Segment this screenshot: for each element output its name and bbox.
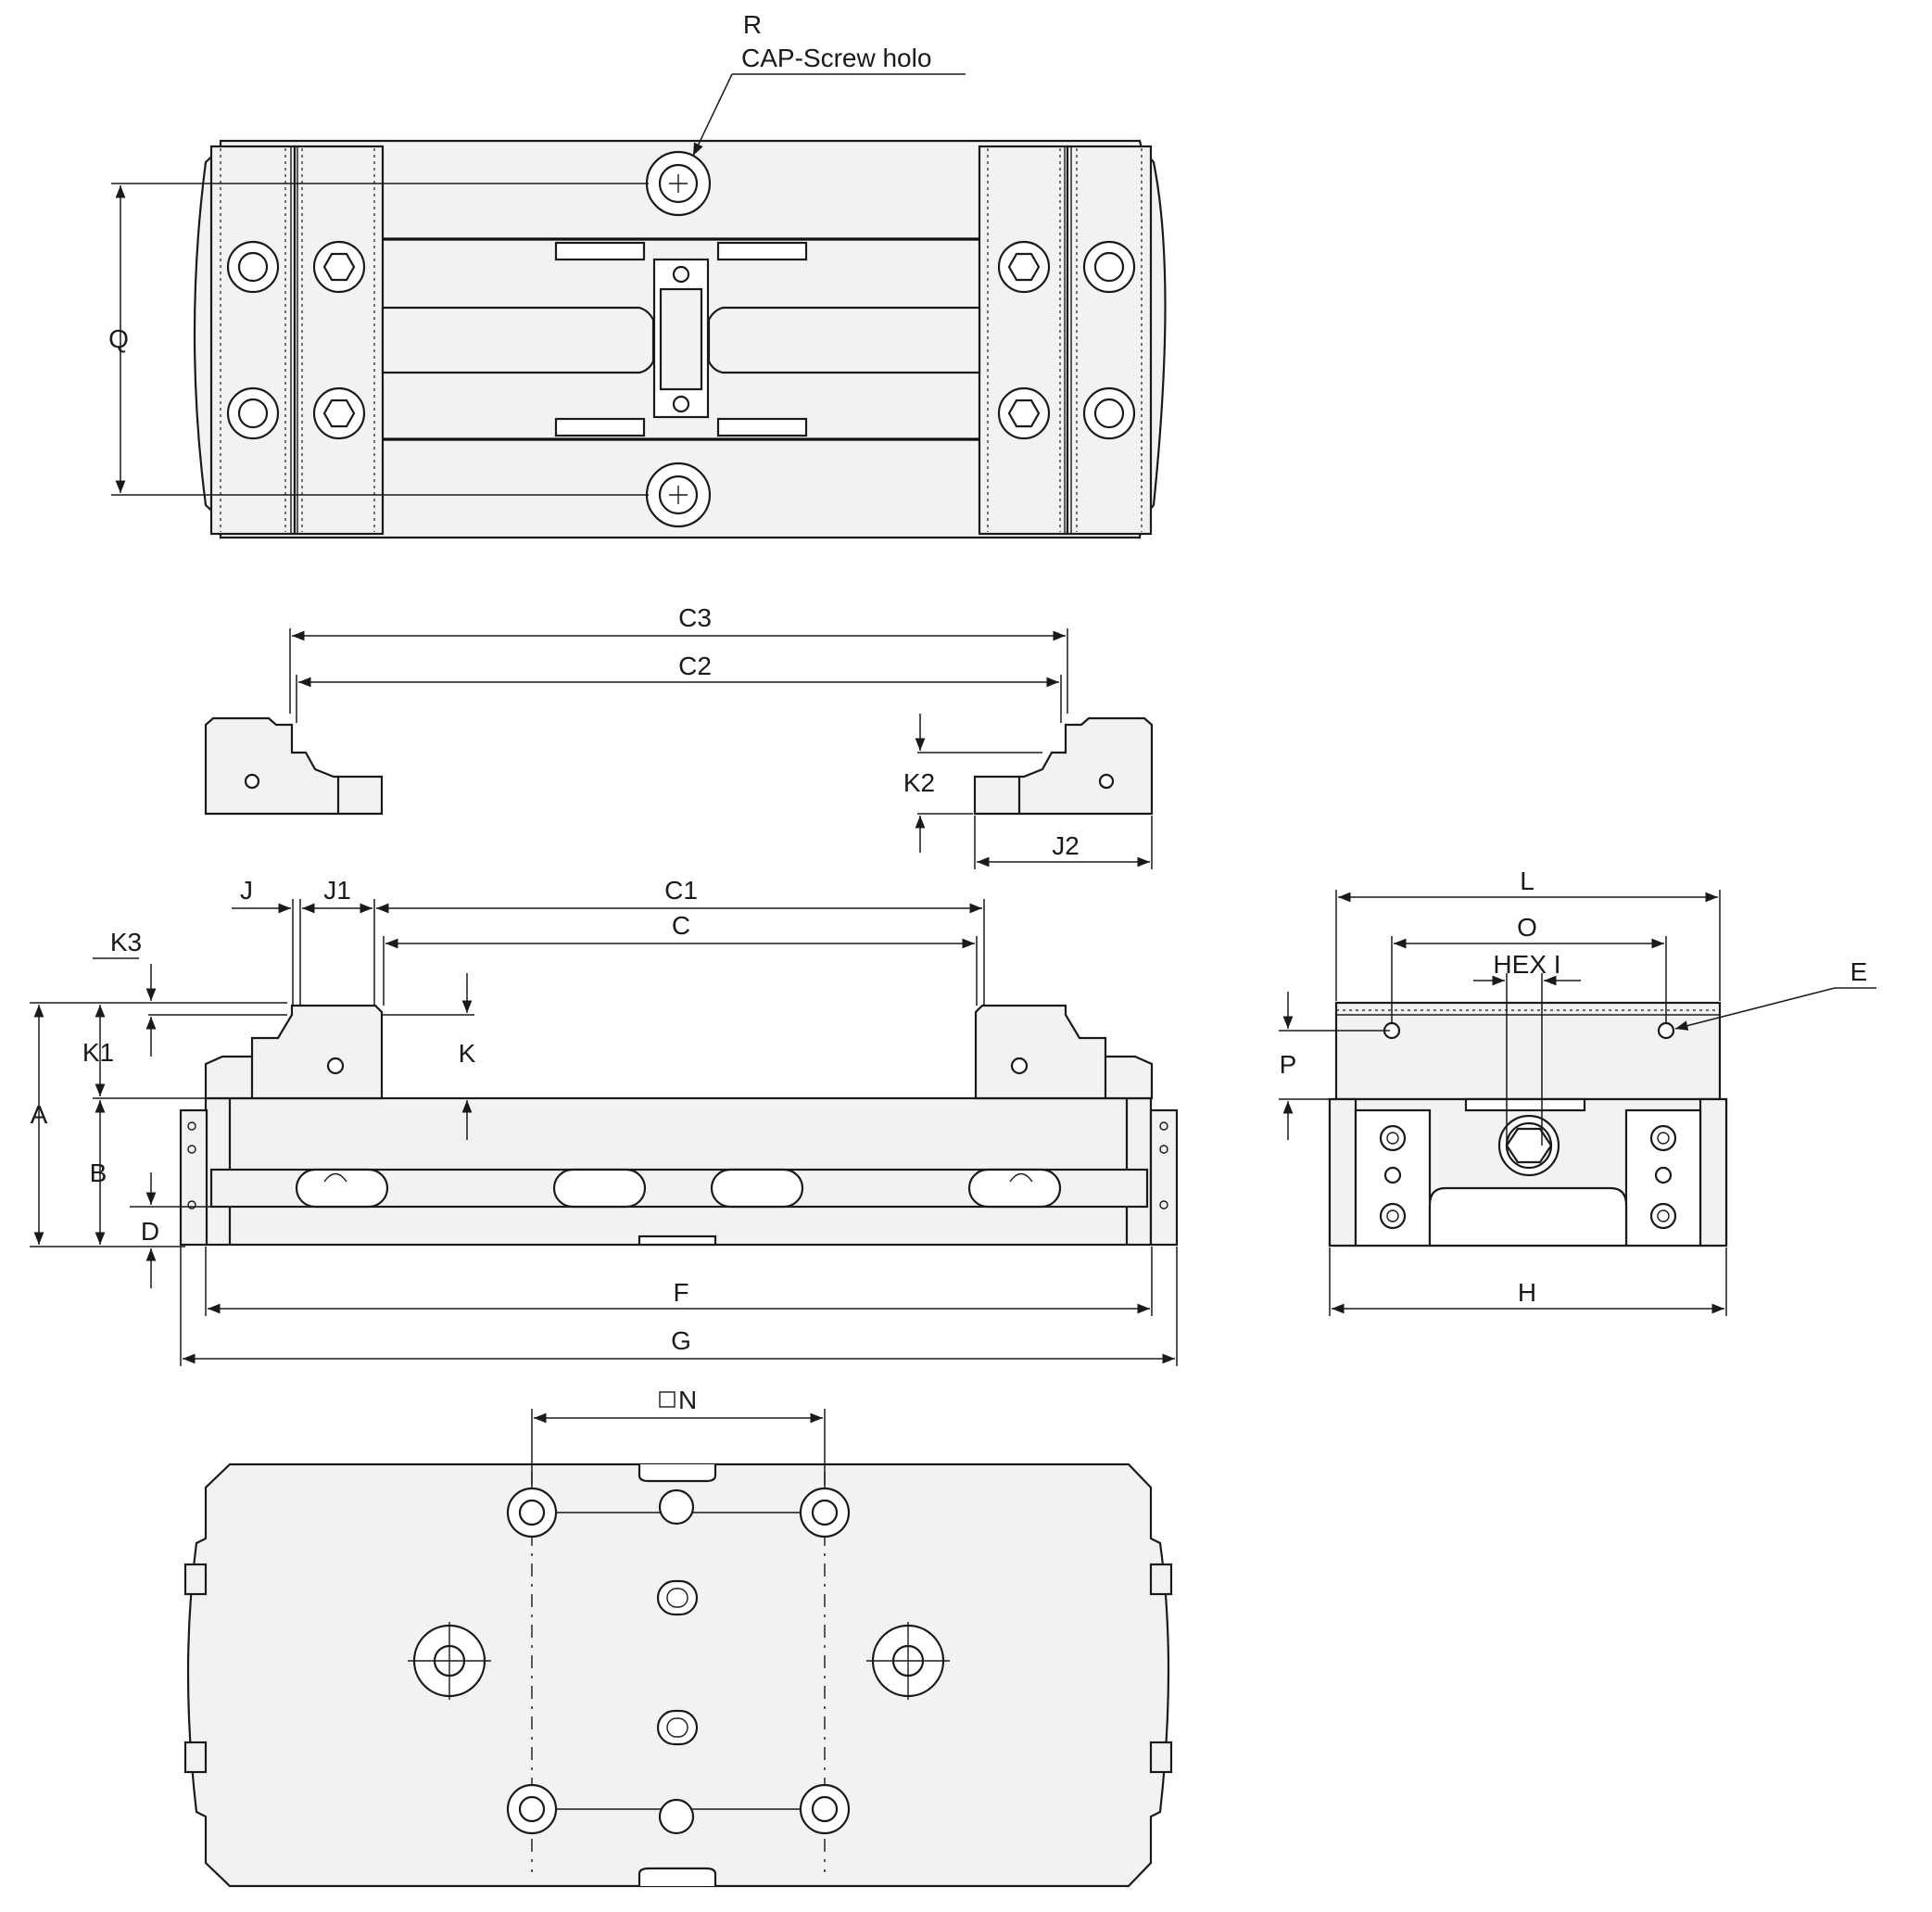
side-view: L O HEX I E P H (1279, 867, 1876, 1316)
hex-socket-icon (1497, 1114, 1560, 1177)
top-view: Q R CAP-Screw holo (108, 10, 1167, 539)
dim-Q-label: Q (108, 324, 129, 353)
jaw-screw-icons (226, 240, 1136, 440)
dim-A-label: A (31, 1100, 48, 1129)
dim-N-label: N (678, 1386, 697, 1414)
dim-D-label: D (141, 1217, 159, 1246)
dim-J-label: J (240, 876, 253, 905)
dim-J1-label: J1 (323, 876, 351, 905)
dim-J2-label: J2 (1052, 831, 1080, 860)
dim-C3-label: C3 (678, 603, 712, 632)
dim-H-label: H (1518, 1278, 1536, 1307)
dim-C1-label: C1 (664, 876, 698, 905)
dim-C2-label: C2 (678, 652, 712, 680)
dim-K1-label: K1 (82, 1038, 114, 1067)
cap-screw-top-icon (645, 150, 712, 217)
dim-B-label: B (90, 1159, 107, 1187)
cap-screw-label: CAP-Screw holo (741, 44, 931, 72)
dim-O-label: O (1517, 913, 1537, 942)
cap-screw-bottom-icon (645, 462, 712, 528)
dim-K2-label: K2 (903, 768, 935, 797)
dim-K3-label: K3 (110, 928, 142, 956)
dim-E-label: E (1850, 957, 1868, 986)
dim-L-label: L (1520, 867, 1534, 895)
front-view: A K1 B K3 D K J J1 C1 (30, 876, 1179, 1366)
bottom-view: N (183, 1386, 1173, 1888)
dim-C-label: C (672, 911, 690, 940)
dim-F-label: F (673, 1278, 688, 1307)
dim-HEX-label: HEX I (1493, 950, 1560, 979)
mounting-hole-icons (408, 1487, 950, 1835)
jaw-detail-view: C3 C2 K2 J2 (204, 603, 1154, 869)
dim-K-label: K (459, 1039, 476, 1068)
dim-P-label: P (1280, 1050, 1297, 1079)
dim-G-label: G (671, 1326, 691, 1355)
dim-R-label: R (743, 10, 762, 39)
